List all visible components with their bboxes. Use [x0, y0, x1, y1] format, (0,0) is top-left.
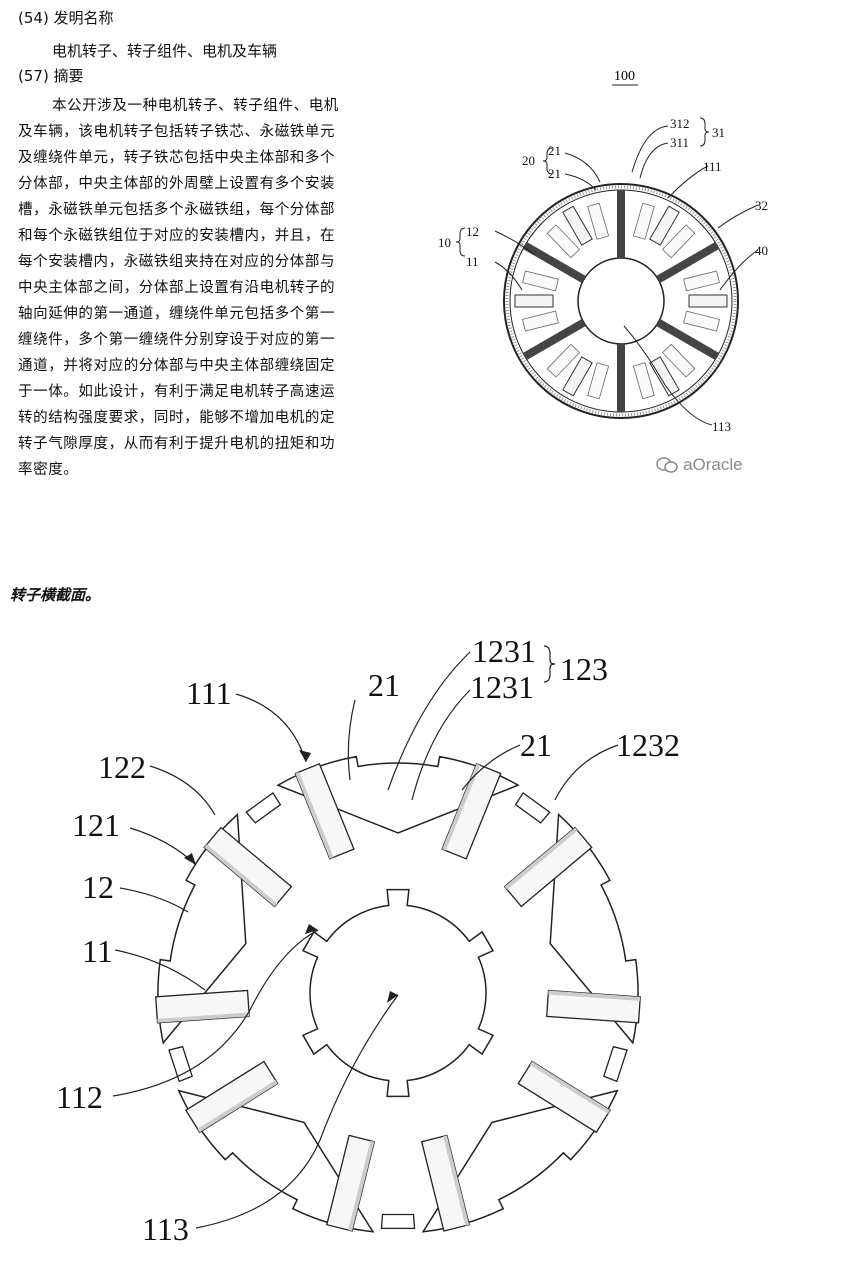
magnet	[649, 356, 680, 397]
magnet	[683, 270, 720, 292]
label-122: 122	[98, 749, 146, 785]
magnet-groups	[514, 202, 728, 400]
rotor-core	[157, 755, 639, 1233]
label-1231a: 1231	[472, 633, 536, 669]
label-20: 20	[522, 153, 535, 168]
magnet	[683, 310, 720, 332]
label-21b: 21	[548, 166, 561, 181]
label-31: 31	[712, 125, 725, 140]
magnet	[562, 205, 593, 246]
abstract-line: 槽，永磁铁单元包括多个永磁铁组，每个分体部	[18, 202, 336, 218]
label-111: 111	[186, 675, 232, 711]
label-11: 11	[466, 254, 479, 269]
title-section-label: (54) 发明名称	[18, 9, 114, 27]
central-keyed-hole	[301, 888, 495, 1098]
abstract-section-label: (57) 摘要	[18, 67, 84, 85]
label-10: 10	[438, 235, 451, 250]
channel	[602, 1045, 628, 1083]
label-113: 113	[142, 1211, 189, 1247]
abstract-line: 转的结构强度要求，同时，能够不增加电机的定	[18, 410, 336, 426]
magnet	[294, 762, 355, 860]
label-21a: 21	[548, 143, 561, 158]
label-40: 40	[755, 243, 768, 258]
large-rotor-figure: 1231 123 1231 21 111 21 1232 122 121 12 …	[56, 633, 680, 1247]
label-123: 123	[560, 651, 608, 687]
label-112: 112	[56, 1079, 103, 1115]
binding-member	[522, 242, 586, 283]
figure-number: 100	[614, 69, 635, 84]
abstract-line: 通道，并将对应的分体部与中央主体部缠绕固定	[18, 358, 336, 374]
label-32: 32	[755, 198, 768, 213]
small-rotor-figure: 100 312 311 31 20 21 21 111 32 40 10 12 …	[438, 69, 768, 434]
label-113: 113	[712, 419, 731, 434]
magnet-groups	[155, 762, 641, 1232]
channel	[514, 791, 551, 824]
abstract-line: 率密度。	[18, 462, 79, 478]
outer-sleeve	[503, 183, 739, 419]
label-312: 312	[670, 116, 690, 131]
magnet	[203, 826, 293, 908]
label-21a: 21	[368, 667, 400, 703]
watermark-text: aOracle	[683, 455, 743, 474]
central-hole	[577, 257, 665, 345]
binding-member	[656, 319, 720, 360]
invention-title: 电机转子、转子组件、电机及车辆	[52, 42, 278, 60]
channel	[380, 1213, 416, 1230]
binding-member	[522, 319, 586, 360]
label-1232: 1232	[616, 727, 680, 763]
channel	[168, 1045, 194, 1083]
magnet	[661, 224, 696, 259]
abstract-line: 缠绕件，多个第一缠绕件分别穿设于对应的第一	[18, 332, 336, 348]
abstract-line: 每个安装槽内，永磁铁组夹持在对应的分体部与	[18, 254, 336, 270]
magnet	[587, 362, 610, 400]
abstract-line: 转子气隙厚度，从而有利于提升电机的扭矩和功	[18, 436, 336, 452]
abstract-line: 分体部，中央主体部的外周壁上设置有多个安装	[18, 176, 336, 192]
watermark: aOracle	[656, 454, 743, 475]
magnet	[688, 294, 728, 308]
abstract-line: 中央主体部之间，分体部上设置有沿电机转子的	[18, 280, 336, 296]
magnet	[587, 202, 610, 240]
abstract-line: 及缠绕件单元，转子铁芯包括中央主体部和多个	[18, 150, 336, 166]
label-1231b: 1231	[470, 669, 534, 705]
magnet	[546, 224, 581, 259]
abstract-line: 于一体。如此设计，有利于满足电机转子高速运	[18, 384, 336, 400]
figure-caption: 转子横截面。	[10, 586, 101, 604]
magnet	[649, 205, 680, 246]
magnet	[522, 270, 559, 292]
label-12: 12	[82, 869, 114, 905]
magnet	[522, 310, 559, 332]
label-121: 121	[72, 807, 120, 843]
magnet	[632, 362, 655, 400]
binding-member	[656, 242, 720, 283]
magnet	[632, 202, 655, 240]
label-21b: 21	[520, 727, 552, 763]
binding-members	[522, 190, 720, 412]
label-12: 12	[466, 224, 479, 239]
magnet	[661, 343, 696, 378]
abstract-line: 和每个永磁铁组位于对应的安装槽内，并且，在	[18, 228, 336, 244]
label-111: 111	[703, 159, 722, 174]
channel	[245, 791, 282, 824]
magnet	[546, 343, 581, 378]
magnet	[562, 356, 593, 397]
abstract-line: 及车辆，该电机转子包括转子铁芯、永磁铁单元	[18, 124, 336, 140]
abstract-line: 本公开涉及一种电机转子、转子组件、电机	[52, 98, 339, 114]
label-11: 11	[82, 933, 113, 969]
abstract-line: 轴向延伸的第一通道，缠绕件单元包括多个第一	[18, 306, 336, 322]
label-311: 311	[670, 135, 689, 150]
magnet	[514, 294, 554, 308]
wechat-icon	[656, 457, 678, 473]
